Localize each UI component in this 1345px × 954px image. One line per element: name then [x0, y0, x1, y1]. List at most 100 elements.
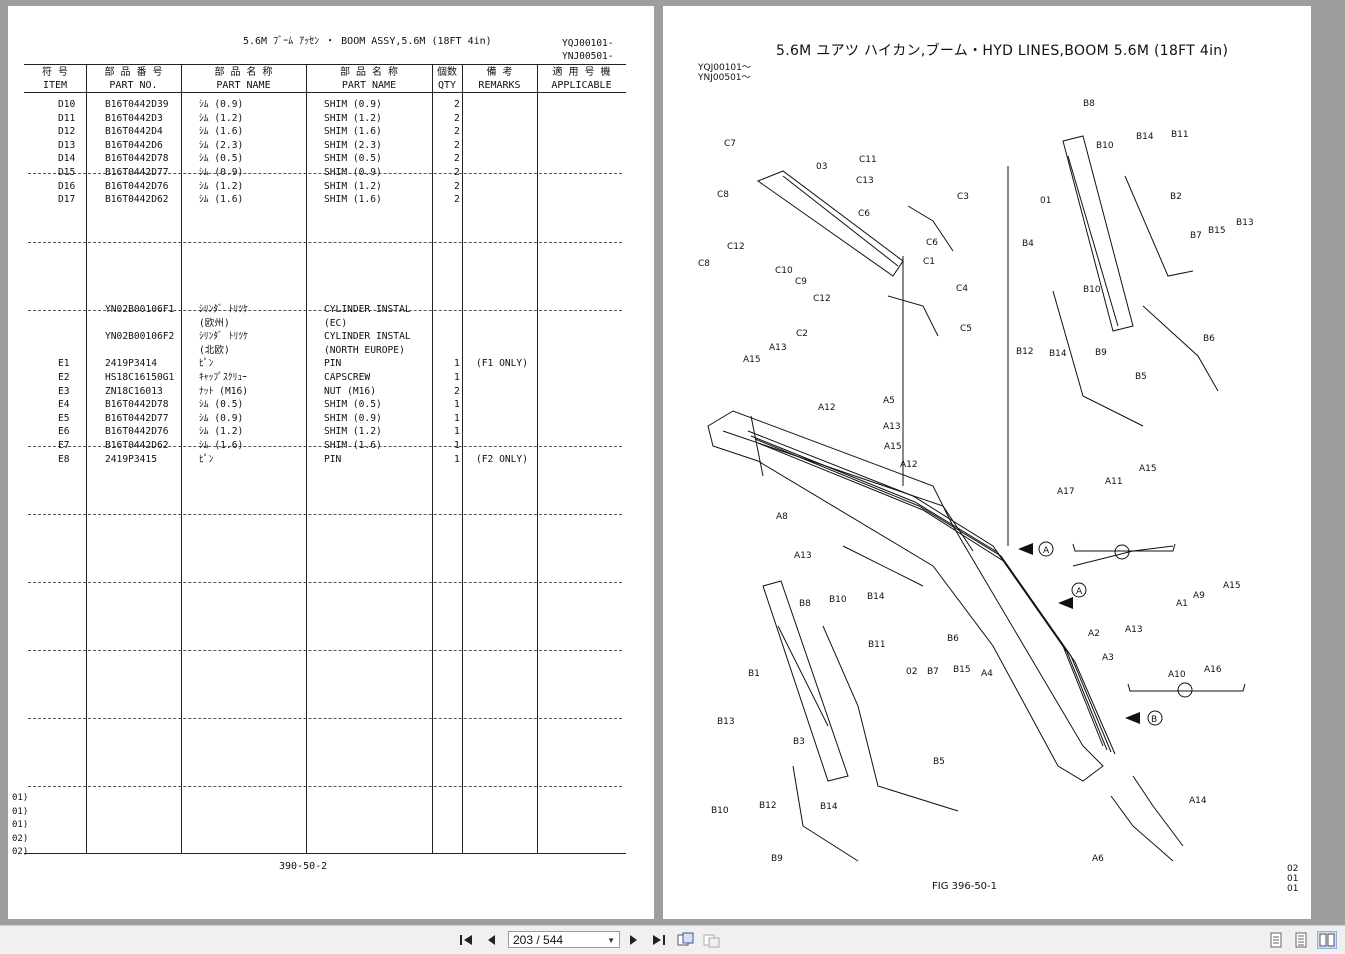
single-page-view-icon[interactable] [1267, 932, 1285, 948]
cell-qty: 2 [454, 180, 460, 192]
cell-name-en: CYLINDER INSTAL [324, 331, 411, 343]
cell-part-no: 2419P3414 [105, 358, 157, 370]
cell-qty: 1 [454, 358, 460, 370]
cell-name-jp: (北欧) [199, 344, 230, 356]
revision-mark: 01) [12, 806, 29, 817]
cell-qty: 1 [454, 412, 460, 424]
viewer-toolbar: 203 / 544 ▼ [0, 925, 1345, 954]
part-label: C8 [698, 259, 710, 269]
part-label: B8 [799, 599, 811, 609]
cell-name-en: (NORTH EUROPE) [324, 344, 405, 356]
part-label: B15 [953, 665, 971, 675]
part-label: C8 [717, 190, 729, 200]
cell-item: E4 [58, 399, 70, 411]
figure-label: FIG 396-50-1 [932, 881, 998, 892]
part-label: A2 [1088, 629, 1100, 639]
part-label: A7 [663, 6, 675, 9]
cell-part-no: ZN18C16013 [105, 385, 163, 397]
cell-qty: 2 [454, 99, 460, 110]
part-label: B11 [1171, 130, 1189, 140]
part-label: B9 [1095, 348, 1107, 358]
cell-part-no: B16T0442D77 [105, 167, 169, 178]
last-page-icon[interactable] [650, 932, 668, 948]
cell-name-jp: (欧州) [199, 317, 230, 329]
part-label: B9 [771, 854, 783, 864]
part-label: C7 [724, 139, 736, 149]
cell-part-no: B16T0442D6 [105, 139, 163, 151]
cell-part-no: YN02B00106F1 [105, 304, 175, 315]
part-label: B7 [927, 667, 939, 677]
cell-name-jp: ｼﾑ (1.6) [199, 440, 244, 451]
previous-page-icon[interactable] [482, 932, 500, 948]
callout-letter: A [1076, 587, 1083, 597]
revision-mark: 01) [12, 820, 29, 831]
table-row: (北欧) (NORTH EUROPE) [24, 344, 626, 358]
cell-name-en: CAPSCREW [324, 372, 371, 383]
cell-name-jp: ｼﾑ (1.2) [199, 426, 244, 438]
cell-name-jp: ｼﾑ (0.9) [199, 412, 244, 424]
cell-name-en: SHIM (1.2) [324, 112, 382, 124]
two-page-view-icon[interactable] [1317, 931, 1337, 949]
callout-letters: AAB [1043, 546, 1157, 725]
first-page-icon[interactable] [457, 932, 475, 948]
table-row: YN02B00106F2 ｼﾘﾝﾀﾞ ﾄﾘﾂｹ CYLINDER INSTAL [24, 330, 626, 344]
part-label: B14 [820, 802, 838, 812]
cell-item: D14 [58, 153, 76, 165]
part-label: B10 [1096, 141, 1114, 151]
cell-name-en: SHIM (1.6) [324, 194, 382, 206]
part-label: B4 [1022, 239, 1034, 249]
part-label: B13 [1236, 218, 1254, 228]
part-label: B3 [793, 737, 805, 747]
cell-name-jp: ﾅｯﾄ (M16) [199, 385, 249, 397]
cell-name-jp: ｼﾘﾝﾀﾞ ﾄﾘﾂｹ [199, 331, 248, 343]
cell-name-en: SHIM (0.9) [324, 412, 382, 424]
cell-name-en: SHIM (1.6) [324, 126, 382, 138]
part-label: A15 [1139, 464, 1157, 474]
cell-part-no: B16T0442D76 [105, 180, 169, 192]
part-label: A13 [883, 422, 901, 432]
table-row: (欧州)(EC) [24, 317, 626, 331]
cell-part-no: B16T0442D3 [105, 112, 163, 124]
callout-letter: A [1043, 546, 1050, 556]
part-label: C1 [923, 257, 935, 267]
cell-qty: 1 [454, 372, 460, 383]
cell-name-en: SHIM (0.5) [324, 153, 382, 165]
revision-mark: 02) [12, 847, 29, 858]
fit-width-icon[interactable] [703, 932, 721, 948]
page-number-input[interactable]: 203 / 544 ▼ [508, 931, 620, 948]
cell-name-jp: ｷｬｯﾌﾟｽｸﾘｭｰ [199, 372, 247, 383]
cell-name-jp: ｼﾑ (1.2) [199, 180, 244, 192]
cell-name-en: NUT (M16) [324, 385, 376, 397]
continuous-view-icon[interactable] [1292, 932, 1310, 948]
part-label: B5 [933, 757, 945, 767]
right-page: 5.6M ユアツ ハイカン,ブーム・HYD LINES,BOOM 5.6M (1… [663, 6, 1311, 919]
cell-name-jp: ｼﾑ (0.9) [199, 167, 244, 178]
left-page-title: 5.6M ﾌﾞｰﾑ ｱｯｾﾝ ・ BOOM ASSY,5.6M (18FT 4i… [243, 36, 492, 47]
part-label: A16 [1204, 665, 1222, 675]
part-label: 01 [1040, 196, 1051, 206]
cell-part-no: YN02B00106F2 [105, 331, 175, 343]
cell-name-jp: ｼﾘﾝﾀﾞ ﾄﾘﾂｹ [199, 304, 248, 315]
part-label: A17 [1057, 487, 1075, 497]
cell-item: E3 [58, 385, 70, 397]
next-page-icon[interactable] [625, 932, 643, 948]
part-label: C11 [859, 155, 877, 165]
part-label: B8 [1083, 99, 1095, 109]
chevron-down-icon[interactable]: ▼ [607, 936, 615, 945]
fit-page-icon[interactable] [677, 932, 695, 948]
part-label: B5 [1135, 372, 1147, 382]
cell-qty: 2 [454, 153, 460, 165]
